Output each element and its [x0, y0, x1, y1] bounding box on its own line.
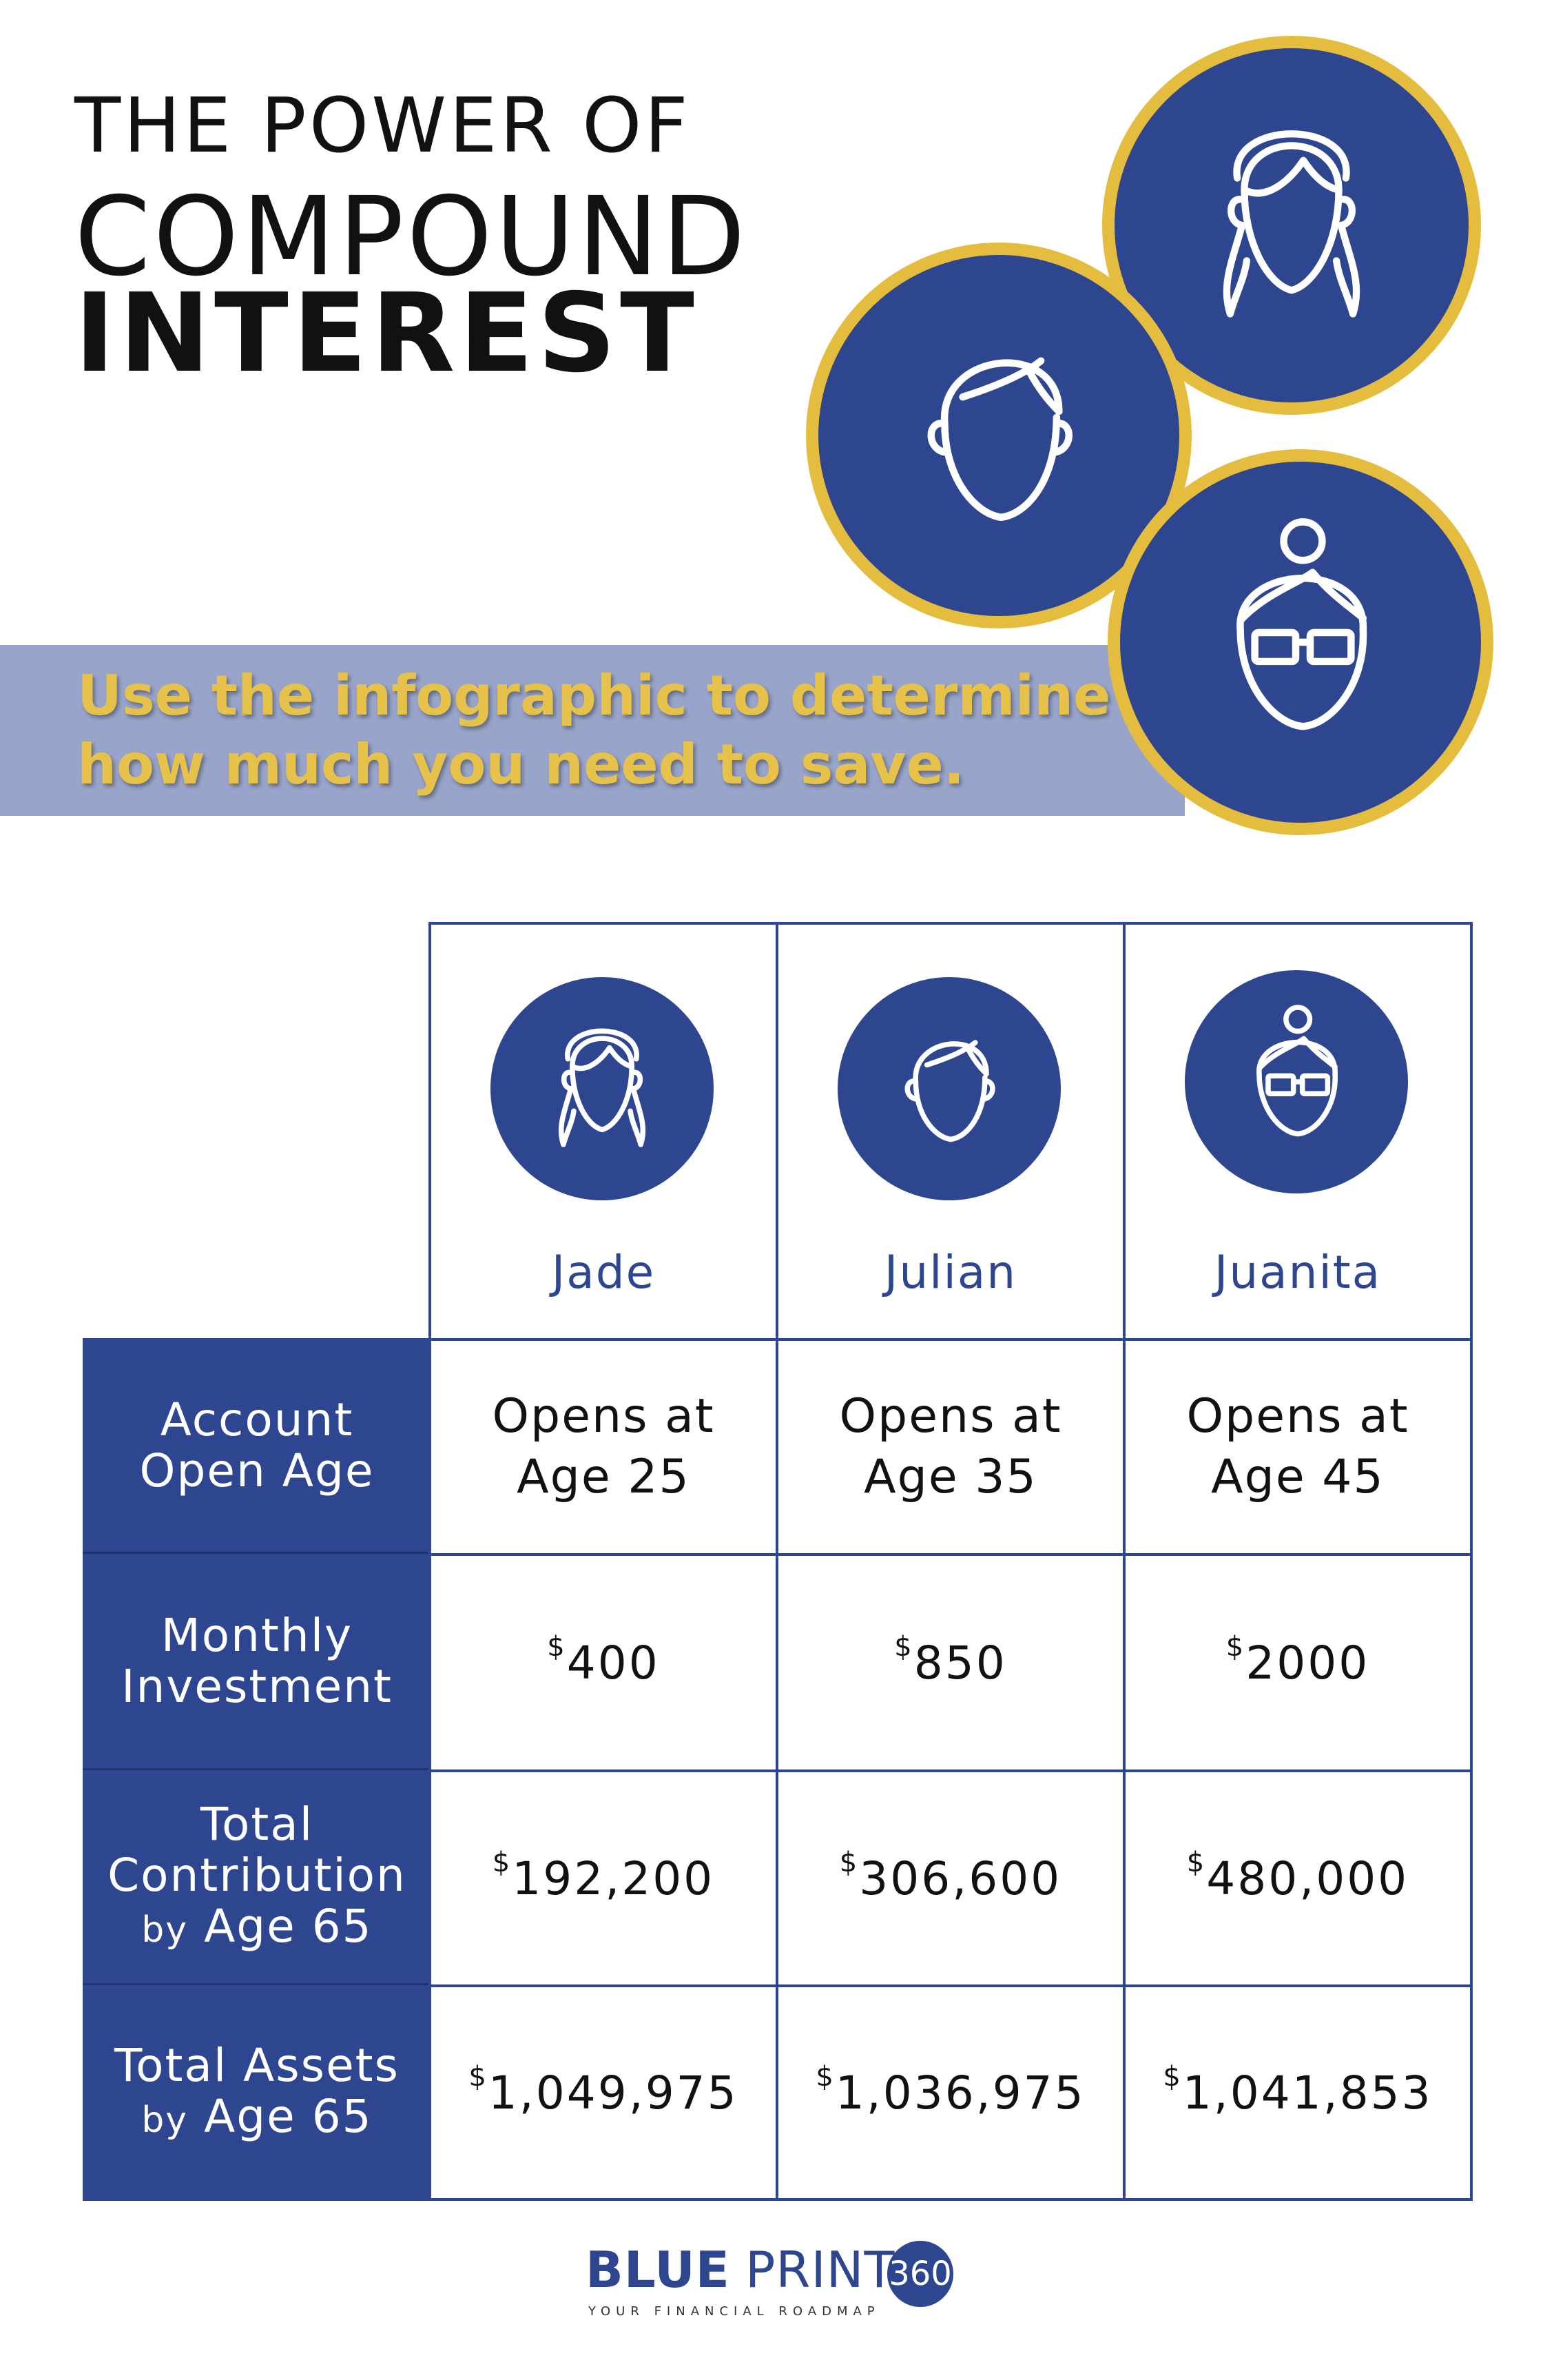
currency-sign: $	[492, 1846, 512, 1878]
cell-assets-juanita: $1,041,853	[1123, 1984, 1473, 2201]
avatar-jade	[490, 977, 714, 1200]
row-header-line: Open Age	[139, 1444, 375, 1497]
row-header-line: Total Assets	[114, 2038, 400, 2092]
boy-icon	[927, 357, 1073, 522]
cell-line: Age 25	[517, 1450, 690, 1504]
currency-sign: $	[1186, 1846, 1207, 1878]
currency-sign: $	[468, 2060, 488, 2093]
banner-text: Use the infographic to determine how muc…	[77, 664, 1111, 797]
money-value: 192,200	[512, 1851, 715, 1905]
logo-blue-text: BLUE	[586, 2241, 730, 2299]
cell-assets-julian: $1,036,975	[776, 1984, 1126, 2201]
cell-contribution-julian: $306,600	[776, 1769, 1126, 1987]
money-value: 400	[566, 1636, 660, 1690]
blueprint-logo: BLUE PRINT 360 YOUR FINANCIAL ROADMAP	[586, 2241, 971, 2323]
cell-contribution-juanita: $480,000	[1123, 1769, 1473, 1987]
logo-print-text: PRINT	[745, 2241, 895, 2299]
row-header-tail: Age 65	[204, 1899, 373, 1953]
row-header-line: Monthly	[160, 1609, 353, 1662]
currency-sign: $	[547, 1630, 567, 1663]
cell-line: Age 35	[864, 1450, 1037, 1504]
money-value: 1,036,975	[835, 2066, 1086, 2120]
cell-monthly-jade: $400	[428, 1553, 778, 1772]
row-header-by: by	[141, 1909, 189, 1951]
cell-line: Age 45	[1211, 1450, 1385, 1504]
money-value: 1,049,975	[488, 2066, 738, 2120]
woman-bun-glasses-icon	[1256, 1005, 1338, 1137]
cell-open-age-juanita: Opens at Age 45	[1123, 1338, 1473, 1556]
row-header-by: by	[141, 2099, 189, 2141]
money-value: 850	[913, 1636, 1007, 1690]
cell-monthly-julian: $850	[776, 1553, 1126, 1772]
row-header-line: Account	[160, 1393, 354, 1446]
hero-avatar-juanita	[1108, 449, 1493, 835]
woman-bun-glasses-icon	[1236, 518, 1367, 730]
currency-sign: $	[894, 1630, 914, 1663]
cell-monthly-juanita: $2000	[1123, 1553, 1473, 1772]
row-separator	[83, 1768, 431, 1770]
row-header-total-contribution: Total Contribution by Age 65	[83, 1769, 431, 1984]
cell-open-age-jade: Opens at Age 25	[428, 1338, 778, 1556]
row-header-line: Total	[200, 1797, 314, 1851]
row-header-total-assets: Total Assets by Age 65	[83, 1984, 431, 2201]
row-header-line: Investment	[121, 1660, 393, 1713]
girl-pigtails-icon	[1223, 130, 1360, 318]
logo-360-badge: 360	[887, 2241, 953, 2307]
currency-sign: $	[816, 2060, 836, 2093]
row-header-account-open-age: Account Open Age	[83, 1338, 431, 1553]
title-line-1: THE POWER OF	[74, 81, 691, 170]
row-header-line: Contribution	[107, 1848, 406, 1902]
title-line-2: COMPOUND	[74, 174, 749, 300]
logo-tagline: YOUR FINANCIAL ROADMAP	[588, 2304, 880, 2319]
row-separator	[83, 1552, 431, 1554]
money-value: 2000	[1245, 1636, 1370, 1690]
name-julian: Julian	[884, 1246, 1017, 1299]
row-separator	[83, 1983, 431, 1985]
cell-line: Opens at	[1186, 1389, 1409, 1444]
cell-contribution-jade: $192,200	[428, 1769, 778, 1987]
name-juanita: Juanita	[1214, 1246, 1382, 1299]
cell-assets-jade: $1,049,975	[428, 1984, 778, 2201]
avatar-julian	[838, 977, 1061, 1200]
currency-sign: $	[1225, 1630, 1246, 1663]
cell-line: Opens at	[492, 1389, 715, 1444]
cell-open-age-julian: Opens at Age 35	[776, 1338, 1126, 1556]
banner-band	[0, 645, 1185, 816]
boy-icon	[904, 1040, 995, 1142]
money-value: 306,600	[859, 1851, 1062, 1905]
currency-sign: $	[839, 1846, 860, 1878]
currency-sign: $	[1163, 2060, 1183, 2093]
avatar-juanita	[1185, 970, 1408, 1193]
girl-pigtails-icon	[558, 1028, 646, 1147]
row-header-monthly-investment: Monthly Investment	[83, 1553, 431, 1769]
money-value: 480,000	[1206, 1851, 1409, 1905]
title-line-3: INTEREST	[74, 270, 698, 397]
cell-line: Opens at	[839, 1389, 1062, 1444]
row-header-tail: Age 65	[204, 2089, 373, 2143]
name-jade: Jade	[551, 1246, 656, 1299]
money-value: 1,041,853	[1182, 2066, 1433, 2120]
